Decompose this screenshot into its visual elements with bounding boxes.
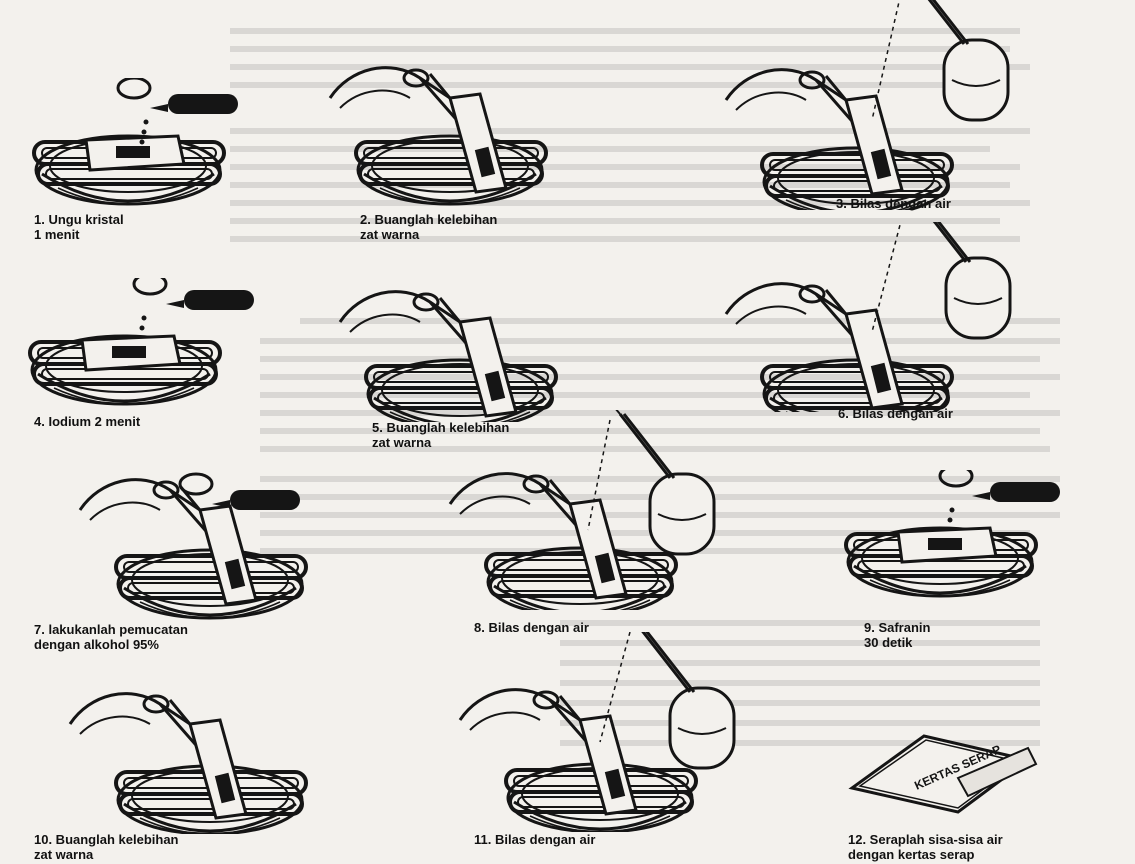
step-10-illustration — [30, 684, 330, 834]
step-9-illustration — [840, 470, 1070, 610]
step-12-caption: 12. Seraplah sisa-sisa air dengan kertas… — [848, 832, 1003, 862]
step-6-caption: 6. Bilas dengan air — [838, 406, 953, 421]
step-9-caption: 9. Safranin 30 detik — [864, 620, 930, 650]
step-2-illustration — [300, 58, 560, 208]
step-4-caption: 4. Iodium 2 menit — [34, 414, 140, 429]
step-7-caption: 7. lakukanlah pemucatan dengan alkohol 9… — [34, 622, 188, 652]
step-1-illustration — [28, 78, 238, 208]
step-3-illustration — [676, 0, 1076, 210]
step-2-caption: 2. Buanglah kelebihan zat warna — [360, 212, 497, 242]
step-7-illustration — [30, 470, 330, 620]
step-6-illustration — [676, 222, 1076, 412]
step-3-caption: 3. Bilas dengan air — [836, 196, 951, 211]
step-4-illustration — [24, 278, 264, 408]
step-5-illustration — [310, 282, 570, 422]
step-10-caption: 10. Buanglah kelebihan zat warna — [34, 832, 179, 862]
step-11-illustration — [400, 632, 770, 832]
step-8-illustration — [400, 410, 750, 610]
step-1-caption: 1. Ungu kristal 1 menit — [34, 212, 124, 242]
step-11-caption: 11. Bilas dengan air — [474, 832, 595, 847]
step-12-illustration: KERTAS SERAP — [838, 708, 1038, 818]
